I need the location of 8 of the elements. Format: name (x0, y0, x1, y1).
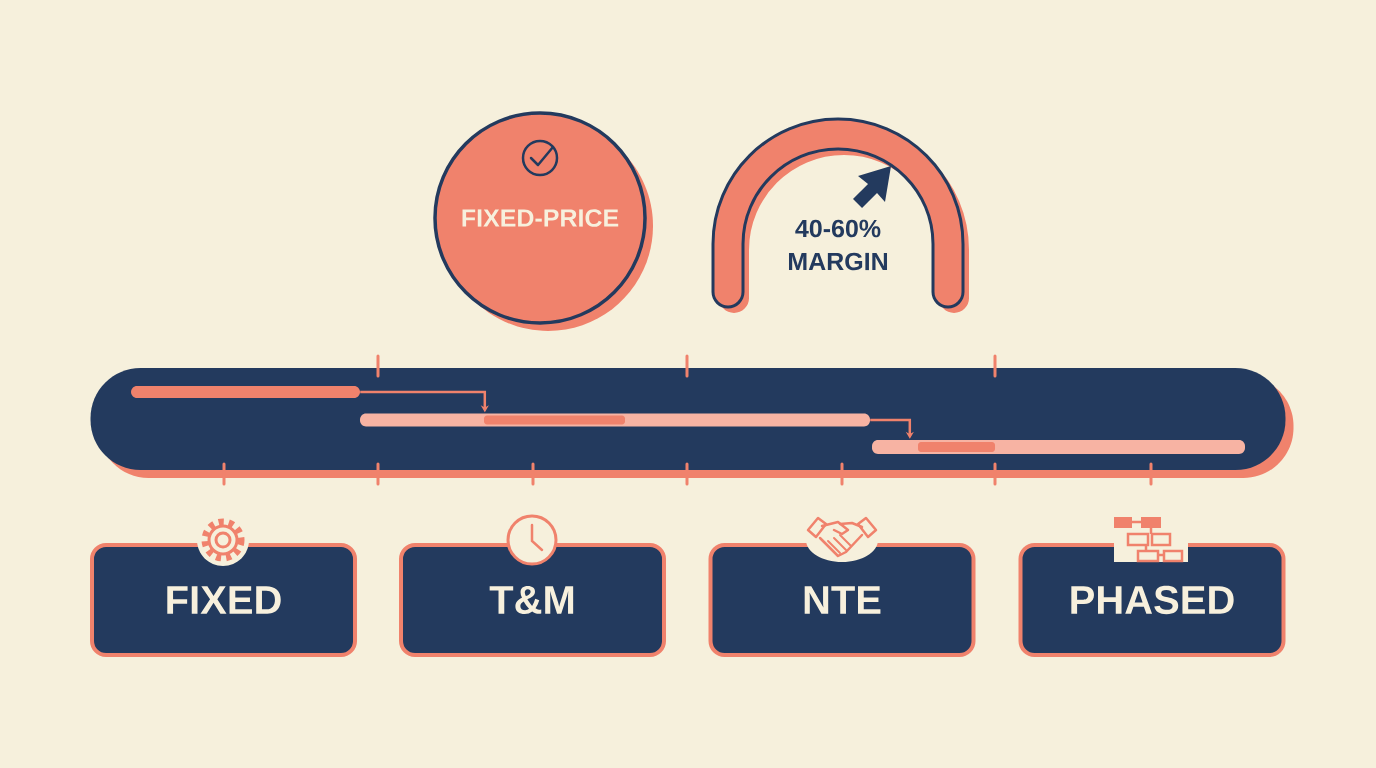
dependency-arrow (870, 418, 914, 439)
contract-box: NTE (708, 543, 976, 657)
margin-label: 40-60% MARGIN (789, 219, 887, 271)
gantt-bar (131, 386, 360, 398)
contract-box: FIXED (90, 543, 357, 657)
gantt-bar (360, 413, 870, 427)
contract-box: PHASED (1018, 543, 1286, 657)
contract-box: T&M (399, 543, 666, 657)
